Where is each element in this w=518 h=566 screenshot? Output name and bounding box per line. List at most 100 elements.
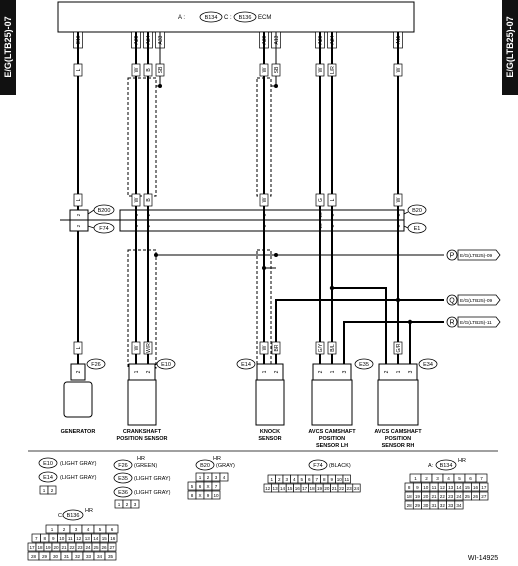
lh-label-1: AVCS CAMSHAFT [308,429,356,435]
connector-f26: F26 [91,362,100,368]
legend-e14-color: (LIGHT GRAY) [60,475,97,481]
ref-r-target: E/G(LTB25)-11 [460,320,492,326]
right-tab [502,0,518,95]
inline-pin-lh2-0: 3 [330,213,336,216]
grid-b136-r1-3: 4 [87,527,90,532]
grid-f74-r2-3: 15 [287,486,293,491]
wire-color-lh2-1: L [330,198,336,201]
inline-pin-knock-0: 6 [262,213,268,216]
knock-sensor-body [255,379,285,426]
grid-b136-r2-3: 10 [59,536,65,541]
grid-b134-r1-6: 7 [480,476,483,481]
wire-color-gen-2: L [76,346,82,349]
knock-label-1: KNOCK [260,429,280,435]
wire-color-rh1-1: W [396,197,402,202]
grid-b134-r3-0: 18 [407,494,413,499]
inline-connectors [60,209,409,232]
grid-b136-r2-5: 12 [76,536,82,541]
wire-color-gen-0: L [76,68,82,71]
lh-label-2: POSITION [319,436,345,442]
legend-c-prefix: C: [58,513,64,519]
lh-sensor-body [311,379,353,426]
ref-p-letter: P [450,253,455,260]
figure-id: WI-14925 [468,555,498,562]
grid-b134-r1-5: 6 [469,476,472,481]
legend-f74: F74 [313,463,322,469]
wire-color-crank2-2: W/R [146,343,152,353]
grid-b136-r3-6: 23 [77,545,83,550]
grid-b136-r2-9: 16 [110,536,116,541]
grid-f74-r2-2: 14 [280,486,286,491]
grid-b136-r2-2: 9 [52,536,55,541]
inline-pin-crank2-0: 2 [146,213,152,216]
rh-pin-2: 3 [408,370,414,373]
grid-f74-r2-5: 17 [302,486,308,491]
wire-color-crank2-1: B [146,198,152,202]
grid-f74-r2-1: 13 [273,486,279,491]
legend-b20: B20 [200,463,210,469]
grid-b136-r4-1: 29 [42,554,48,559]
inline-pin-lh1-1: 10 [318,223,324,229]
grid-b136-r2-6: 13 [85,536,91,541]
grid-b136-r4-3: 31 [64,554,70,559]
wire-color-rh1-0: W [396,67,402,72]
device-bodies [63,379,419,426]
connector-names: B200 F74 B20 E1 F26 E10 E14 E35 E34 [86,204,438,370]
legend-b136: B136 [67,513,80,519]
grid-b134-r2-2: 10 [423,485,429,490]
wire-color-lh1-0: W [318,67,324,72]
inline-pin-crank1-1: 1 [134,224,140,227]
wire-color-lh1-1: G [318,198,324,202]
inline-pin-lh1-0: 10 [318,212,324,218]
rh-pin-1: 1 [396,370,402,373]
grid-e14-0: 1 [43,488,46,493]
ecm-connector-a: B134 [205,15,218,21]
left-tab [0,0,16,95]
grid-b136-r3-2: 19 [45,545,51,550]
grid-f74-r2-12: 24 [354,486,360,491]
connector-e35: E35 [359,362,369,368]
grid-b136-r4-7: 35 [108,554,114,559]
grid-b134-r2-1: 9 [416,485,419,490]
legend-b20-hr: HR [213,456,221,462]
grid-b136-r1-5: 6 [111,527,114,532]
grid-f74-r1-8: 9 [330,477,333,482]
legend-f74-color: (BLACK) [329,463,351,469]
ref-q-letter: Q [449,298,455,305]
grid-b134-r1-2: 3 [436,476,439,481]
grid-b134-r2-5: 13 [448,485,454,490]
grid-b136-r3-3: 20 [53,545,59,550]
wire-color-rh1-2: G/R [396,343,402,352]
legend-b20-color: (GRAY) [216,463,235,469]
knock-pin-1: 2 [274,370,280,373]
wire-color-lh1-2: G/Y [318,343,324,352]
grid-b134-r4-2: 30 [423,503,429,508]
wire-color-knock1-1: W [262,197,268,202]
grid-b20-r1-3: 4 [223,475,226,480]
ecm-connector-c: B136 [239,15,252,21]
ref-r: R E/G(LTB25)-11 [446,316,501,328]
reference-arrows: P E/G(LTB25)-09 Q E/G(LTB25)-09 R E/G(LT… [446,249,501,328]
grid-f74-r1-1: 2 [278,477,281,482]
ecm-prefix-c: C : [224,15,232,21]
connector-e1: E1 [414,226,421,232]
wire-color-crank_shield: SB [158,66,164,73]
grid-b136-r3-8: 25 [93,545,99,550]
lh-pin-1: 1 [330,370,336,373]
grid-b136-r1-1: 2 [63,527,66,532]
legend-f26-color: (GREEN) [134,463,157,469]
grid-b20-r3-0: 8 [191,493,194,498]
legend-e14: E14 [43,475,53,481]
legend-f26: F26 [118,463,127,469]
grid-b20-r2-0: 5 [191,484,194,489]
left-tab-label: E/G(LTB25)-07 [3,16,13,77]
grid-f74-r2-6: 18 [310,486,316,491]
inline-pin-rh1-1: 8 [396,224,402,227]
grid-f74-r1-5: 6 [308,477,311,482]
rh-sensor-body [377,379,419,426]
